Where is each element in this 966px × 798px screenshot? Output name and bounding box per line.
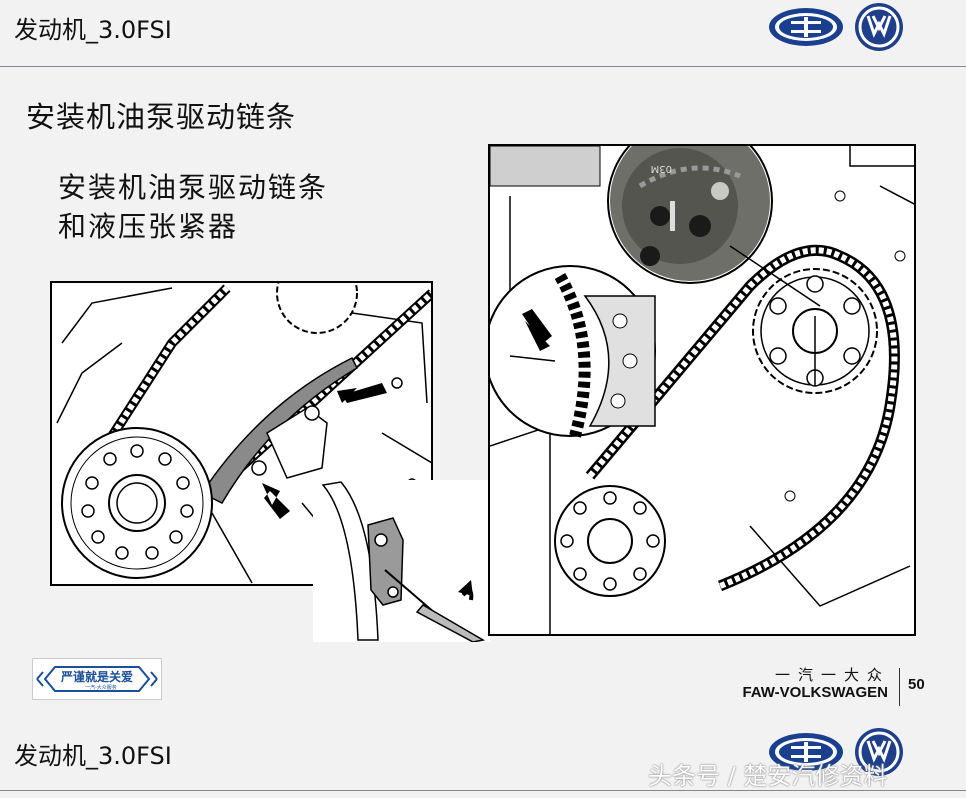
subtitle-line-1: 安装机油泵驱动链条 (58, 171, 329, 204)
subtitle-line-2: 和液压张紧器 (58, 210, 239, 243)
watermark: 头条号 / 楚安汽修资料 (648, 762, 888, 790)
footer-divider (899, 668, 900, 706)
badge-text: 严谨就是关爱 (61, 670, 134, 684)
slide-title: 安装机油泵驱动链条 (26, 100, 297, 134)
vw-logo-icon (855, 728, 903, 776)
brand-english: FAW-VOLKSWAGEN (742, 684, 888, 701)
next-header-rule (0, 790, 966, 791)
faw-logo-icon (769, 733, 843, 771)
brand-chinese: 一汽一大众 (774, 666, 890, 684)
service-badge-logo: 严谨就是关爱 一汽-大众服务 (32, 658, 162, 700)
tensioner-diagram (50, 281, 433, 586)
header-title: 发动机_3.0FSI (14, 16, 172, 44)
faw-logo-icon (769, 8, 843, 46)
tensioner-inset-diagram (313, 480, 490, 642)
vw-logo-icon (855, 3, 903, 51)
svg-text:03M: 03M (651, 163, 672, 174)
header-rule (0, 66, 966, 67)
page-number: 50 (908, 676, 925, 693)
next-slide-header-title: 发动机_3.0FSI (14, 742, 172, 770)
chain-drive-diagram: 03M (488, 144, 916, 636)
badge-small-text: 一汽-大众服务 (85, 685, 117, 691)
